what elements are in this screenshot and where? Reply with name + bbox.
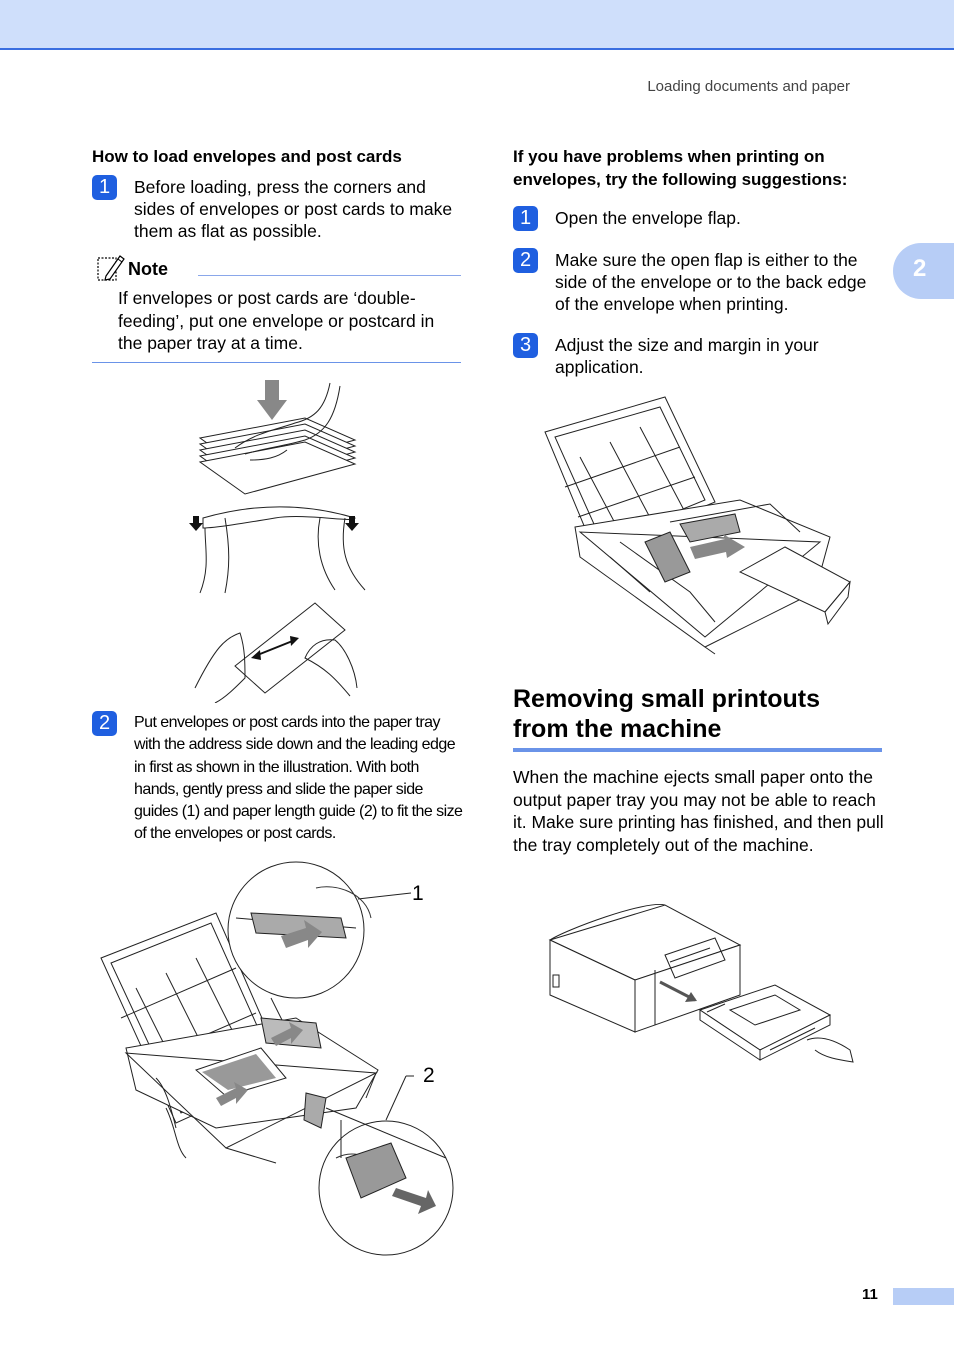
step-number-badge: 3	[513, 333, 538, 358]
right-heading: If you have problems when printing on en…	[513, 147, 848, 189]
left-step-1: 1 Before loading, press the corners and …	[92, 175, 464, 242]
machine-tray-illustration	[545, 900, 857, 1070]
step-number-badge: 1	[513, 206, 538, 231]
note-title: Note	[128, 259, 168, 279]
left-step-2: 2 Put envelopes or post cards into the p…	[92, 711, 464, 846]
right-step-1: 1 Open the envelope flap.	[513, 206, 885, 231]
step-text: Put envelopes or post cards into the pap…	[134, 714, 463, 843]
step-text: Before loading, press the corners and si…	[134, 177, 453, 241]
footer-tab	[893, 1288, 954, 1305]
chapter-number: 2	[913, 255, 927, 282]
note-pencil-icon	[97, 255, 125, 281]
step-number-badge: 2	[92, 711, 117, 736]
running-head: Loading documents and paper	[647, 78, 850, 95]
tray-guides-illustration	[96, 858, 460, 1258]
step-number-badge: 2	[513, 248, 538, 273]
step-text: Adjust the size and margin in your appli…	[555, 335, 819, 377]
header-band	[0, 0, 954, 50]
section-title: Removing small printouts from the machin…	[513, 684, 882, 752]
section-body: When the machine ejects small paper onto…	[513, 767, 884, 855]
step-text: Open the envelope flap.	[555, 208, 741, 228]
right-step-3: 3 Adjust the size and margin in your app…	[513, 333, 885, 378]
step-number-badge: 1	[92, 175, 117, 200]
right-step-2: 2 Make sure the open flap is either to t…	[513, 248, 885, 315]
page-number: 11	[862, 1286, 878, 1303]
note-box: Note If envelopes or post cards are ‘dou…	[92, 254, 461, 363]
note-text: If envelopes or post cards are ‘double-f…	[118, 288, 435, 353]
left-heading: How to load envelopes and post cards	[92, 147, 402, 166]
callout-2: 2	[423, 1064, 435, 1087]
step-text: Make sure the open flap is either to the…	[555, 250, 867, 314]
envelope-flatten-illustration	[189, 380, 375, 703]
note-divider	[198, 275, 461, 276]
envelope-tray-illustration	[540, 392, 855, 657]
chapter-tab: 2	[893, 243, 954, 299]
callout-1: 1	[412, 882, 424, 905]
